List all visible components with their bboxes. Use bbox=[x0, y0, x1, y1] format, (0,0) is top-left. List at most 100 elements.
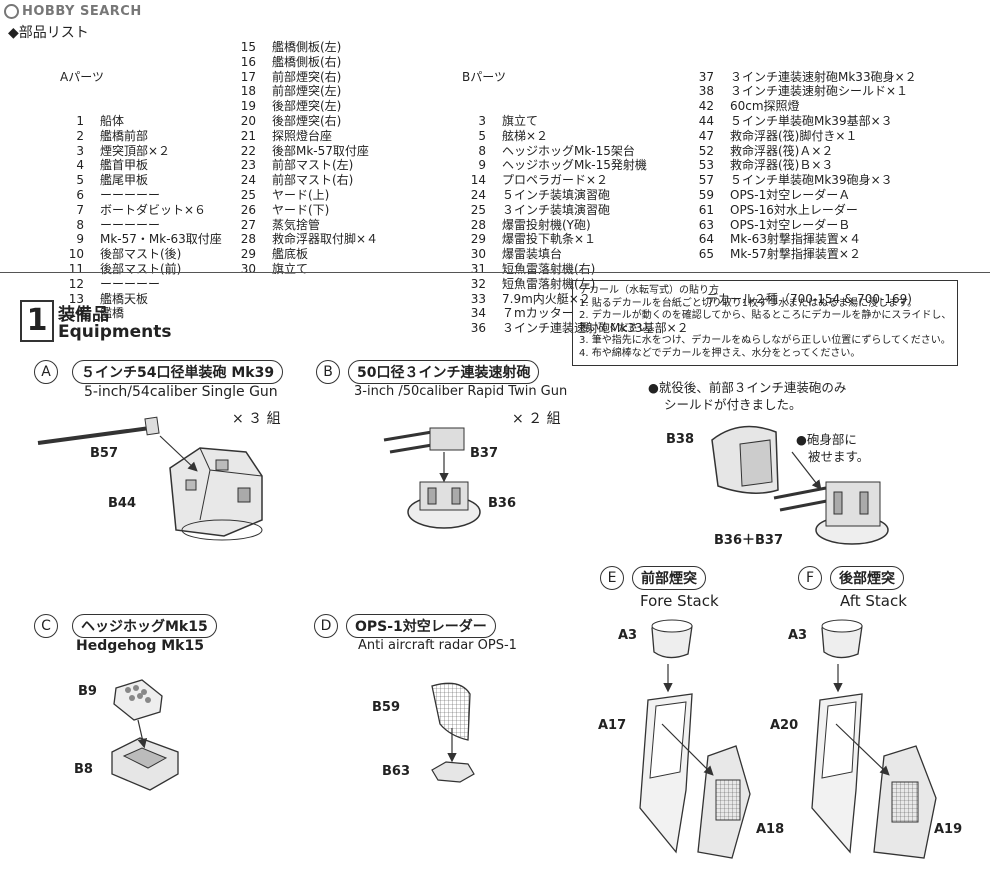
decal-step: 4. 布や綿棒などでデカールを押さえ、水分をとってください。 bbox=[579, 347, 861, 359]
shielded-twin-gun bbox=[773, 481, 889, 545]
part-name: 前部煙突(右) bbox=[272, 69, 342, 84]
part-number: 42 bbox=[698, 99, 714, 114]
part-number: 21 bbox=[240, 128, 256, 143]
part-number: 1 bbox=[76, 113, 84, 128]
part-number: 65 bbox=[698, 247, 714, 262]
part-list-item: 38 ３インチ連装速射砲シールド×１ bbox=[690, 84, 917, 99]
section-b-letter: B bbox=[316, 360, 340, 384]
part-number: 61 bbox=[698, 202, 714, 217]
part-number: 32 bbox=[470, 276, 486, 291]
decal-line: デカール２種（700-154 & 700-169) bbox=[706, 291, 912, 306]
stack-half-a20 bbox=[811, 693, 863, 854]
section-c-letter: C bbox=[34, 614, 58, 638]
section-b-subtitle: 3-inch /50caliber Rapid Twin Gun bbox=[354, 384, 568, 399]
part-name: 蒸気捨管 bbox=[272, 217, 321, 232]
part-number: 24 bbox=[240, 173, 256, 188]
part-number: 25 bbox=[470, 202, 486, 217]
part-name: ３インチ連装速射砲Mk33砲身×２ bbox=[730, 69, 917, 84]
part-label-a3-aft: A3 bbox=[788, 628, 808, 643]
stack-half-a17 bbox=[639, 693, 693, 854]
section-c-subtitle: Hedgehog Mk15 bbox=[76, 638, 204, 654]
twin-gun-base-b36 bbox=[407, 481, 481, 529]
part-name: 60cm探照燈 bbox=[730, 99, 800, 114]
part-label-b9: B9 bbox=[78, 684, 97, 699]
part-label-a3-fore: A3 bbox=[618, 628, 638, 643]
part-label-b57: B57 bbox=[90, 446, 118, 461]
decal-title: デカール（水転写式）の貼り方 bbox=[579, 285, 719, 296]
part-name: ３インチ連装速射砲シールド×１ bbox=[730, 84, 909, 99]
part-number: 14 bbox=[68, 306, 84, 321]
section-d-title: OPS-1対空レーダー bbox=[346, 614, 496, 638]
part-name: 爆雷装填台 bbox=[502, 247, 563, 262]
part-number: 25 bbox=[240, 187, 256, 202]
part-name: ヤード(上) bbox=[272, 187, 330, 202]
hedgehog-base-b8 bbox=[111, 737, 179, 791]
part-label-a17: A17 bbox=[598, 718, 627, 733]
part-number: 27 bbox=[240, 217, 256, 232]
part-name: Mk-57射撃指揮装置×２ bbox=[730, 247, 861, 262]
part-number: 30 bbox=[470, 247, 486, 262]
part-label-b44: B44 bbox=[108, 496, 136, 511]
section-a-quantity: × ３ 組 bbox=[232, 411, 281, 427]
part-number: 64 bbox=[698, 232, 714, 247]
part-name: Mk-63射撃指揮装置×４ bbox=[730, 232, 861, 247]
part-label-b36-b37: B36＋B37 bbox=[714, 533, 783, 548]
section-b-title: 50口径３インチ連装速射砲 bbox=[348, 360, 540, 384]
barrel-note-line1: ●砲身部に bbox=[796, 432, 857, 447]
gun-mount-b44 bbox=[169, 447, 263, 541]
part-name: プロペラガード×２ bbox=[502, 173, 609, 188]
site-logo: HOBBY SEARCH bbox=[4, 4, 142, 19]
part-number: 52 bbox=[698, 143, 714, 158]
part-name: Mk-57・Mk-63取付座 bbox=[100, 232, 222, 247]
part-label-b8: B8 bbox=[74, 762, 93, 777]
part-number: 24 bbox=[470, 187, 486, 202]
part-number: 3 bbox=[76, 143, 84, 158]
part-list-item: 27 蒸気捨管 bbox=[232, 218, 378, 233]
section-f-subtitle: Aft Stack bbox=[840, 592, 907, 610]
part-list-item: 24 ５インチ装填演習砲 bbox=[462, 188, 689, 203]
part-name: ーーーーー bbox=[100, 217, 161, 232]
part-label-b38: B38 bbox=[666, 432, 694, 447]
part-number: 15 bbox=[240, 40, 256, 54]
part-number: 12 bbox=[68, 276, 84, 291]
part-number: 13 bbox=[68, 291, 84, 306]
part-number: 34 bbox=[470, 306, 486, 321]
step-title-en: Equipments bbox=[58, 322, 172, 342]
part-number: 38 bbox=[698, 84, 714, 99]
part-number: 44 bbox=[698, 113, 714, 128]
part-name: ５インチ装填演習砲 bbox=[502, 187, 611, 202]
part-number: 47 bbox=[698, 128, 714, 143]
stack-half-a19 bbox=[873, 745, 937, 859]
section-c-title: ヘッジホッグMk15 bbox=[72, 614, 217, 638]
part-name: ５インチ単装砲Mk39砲身×３ bbox=[730, 173, 893, 188]
part-list-item: 42 60cm探照燈 bbox=[690, 99, 917, 114]
decal-step: 2. デカールが動くのを確認してから、貼るところにデカールを静かにスライドし、 bbox=[579, 310, 952, 322]
part-number: 8 bbox=[76, 217, 84, 232]
part-name: 艦橋天板 bbox=[100, 291, 149, 306]
radar-antenna-b59 bbox=[431, 682, 471, 741]
part-number: 28 bbox=[470, 217, 486, 232]
part-number: 6 bbox=[76, 187, 84, 202]
